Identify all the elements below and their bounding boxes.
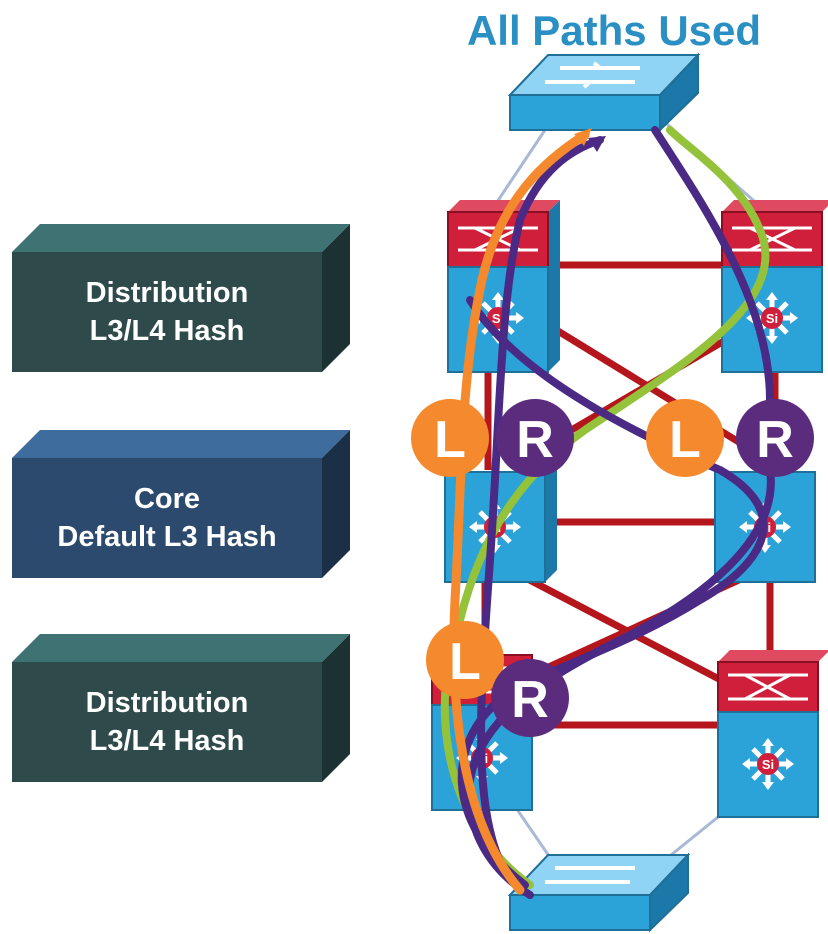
si-label: Si: [766, 311, 778, 326]
badge-l-core-left: [411, 399, 489, 477]
si-label: Si: [762, 757, 774, 772]
badge-l-label: L: [434, 411, 466, 469]
access-switch-bottom: [507, 852, 691, 933]
distribution-switch-bottom-right: Si: [717, 650, 828, 818]
path-purple-upper: [651, 126, 774, 404]
badge-r-label: R: [511, 671, 549, 729]
layer-label-line1: Core: [134, 483, 200, 515]
badge-l-label: L: [669, 411, 701, 469]
badge-r-core-left: [496, 399, 574, 477]
layer-label-line1: Distribution: [86, 277, 249, 309]
layer-block-distribution-bottom: Distribution L3/L4 Hash: [12, 634, 350, 782]
path-purple-cross: [457, 296, 768, 889]
layer-label-line2: L3/L4 Hash: [90, 315, 245, 347]
diagram-title: All Paths Used: [467, 7, 761, 54]
badge-r-dist-bottom: [491, 659, 569, 737]
badge-r-label: R: [756, 411, 794, 469]
badge-l-core-right: [646, 399, 724, 477]
badge-r-label: R: [516, 411, 554, 469]
layer-label-line1: Distribution: [86, 687, 249, 719]
access-switch-top: [507, 52, 701, 133]
arrowhead-orange: [574, 128, 592, 146]
layer-label-line2: L3/L4 Hash: [90, 725, 245, 757]
badge-r-core-right: [736, 399, 814, 477]
distribution-switch-top-right: Si: [721, 200, 828, 373]
layer-block-core: Core Default L3 Hash: [12, 430, 350, 578]
badge-l-label: L: [449, 633, 481, 691]
badge-l-dist-bottom: [426, 621, 504, 699]
layer-label-line2: Default L3 Hash: [57, 521, 276, 553]
arrowhead-purple: [588, 136, 606, 152]
layer-block-distribution-top: Distribution L3/L4 Hash: [12, 224, 350, 372]
badges: L R L R L R: [411, 399, 814, 737]
path-green: [440, 126, 770, 889]
